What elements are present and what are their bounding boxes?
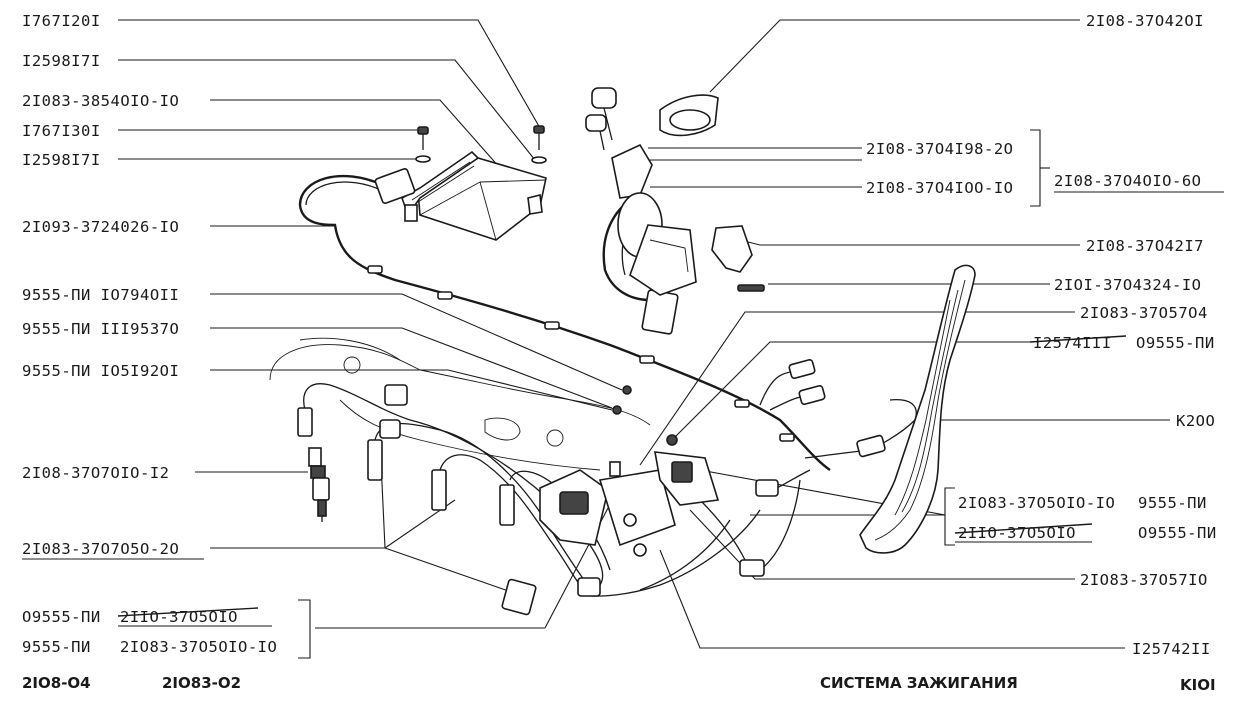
label-21083-3705704: 2IO83-37O57O4: [1080, 304, 1208, 322]
label-2101-3704324-10: 2IOI-37O4324-IO: [1054, 276, 1201, 294]
label-09555-pi-d: O9555-ПИ: [1138, 524, 1217, 542]
label-1767130I: I767I30I: [22, 122, 101, 140]
pedal-plate: [859, 264, 976, 554]
label-2108-3704100-10: 2I08-37O4IOO-IO: [866, 179, 1013, 197]
label-21083-3705010-10-a: 2IO83-37O5OIO-IO: [120, 638, 277, 656]
footer-page: KIOI: [1180, 676, 1216, 694]
footer-code-2: 2IO83-O2: [162, 674, 241, 692]
label-2110-3705010-struck-b: 2IIO-37O5OIO: [958, 524, 1076, 542]
label-1259817I-b: I2598I7I: [22, 151, 101, 169]
main-wiring-harness: [298, 168, 917, 577]
ht-leads: [297, 383, 761, 616]
label-1767120I: I767I20I: [22, 12, 101, 30]
label-9555-pi-c: 9555-ПИ: [1138, 494, 1207, 512]
label-2108-3704201: 2I08-37O42OI: [1086, 12, 1204, 30]
ecu-module: [401, 150, 547, 241]
label-2108-3704217: 2I08-37O42I7: [1086, 237, 1204, 255]
label-k200: K2OO: [1176, 412, 1215, 430]
label-9555-pi-1051920I: 9555-ПИ IO5I92OI: [22, 362, 179, 380]
label-9555-pi-11195370: 9555-ПИ III9537O: [22, 320, 179, 338]
footer-code-1: 2IO8-O4: [22, 674, 91, 692]
labels-left: I767I20I I2598I7I 2I083-3854OIO-IO I767I…: [22, 12, 277, 656]
label-09555-pi-a: O9555-ПИ: [22, 608, 101, 626]
leader-lines: [118, 19, 1170, 659]
label-2110-3705010-struck: 2IIO-37O5OIO: [120, 608, 238, 626]
label-2108-3707010-12: 2I08-37O7OIO-I2: [22, 464, 169, 482]
label-12574111-struck: I2574III: [1033, 334, 1112, 352]
label-9555-pi-1079401: 9555-ПИ IO794OII: [22, 286, 179, 304]
label-09555-pi-c: O9555-ПИ: [1136, 334, 1215, 352]
label-21083-3705710: 2IO83-37O57IO: [1080, 571, 1208, 589]
label-2108-3704198-20: 2I08-37O4I98-2O: [866, 140, 1013, 158]
screws-washers: [415, 125, 547, 164]
footer: 2IO8-O4 2IO83-O2 СИСТЕМА ЗАЖИГАНИЯ KIOI: [22, 674, 1216, 694]
ignition-switch: [585, 87, 765, 335]
label-21083-3705010-10-b: 2IO83-37O5OIO-IO: [958, 494, 1115, 512]
labels-right: 2I08-37O42OI 2I08-37O4I98-2O 2I08-37O4IO…: [866, 12, 1224, 658]
label-21083-3707050-20: 2I083-37O7O5O-2O: [22, 540, 179, 558]
label-9555-pi-b: 9555-ПИ: [22, 638, 91, 656]
label-21083-3854010-10: 2I083-3854OIO-IO: [22, 92, 179, 110]
spark-plug: [308, 447, 330, 522]
label-21093-3724026-10: 2I093-3724026-IO: [22, 218, 179, 236]
label-1259817I-a: I2598I7I: [22, 52, 101, 70]
footer-title: СИСТЕМА ЗАЖИГАНИЯ: [820, 674, 1018, 692]
label-2108-3704010-60: 2I08-37O4OIO-6O: [1054, 172, 1201, 190]
engine-outline: [269, 337, 651, 471]
label-12574211: I25742II: [1132, 640, 1211, 658]
